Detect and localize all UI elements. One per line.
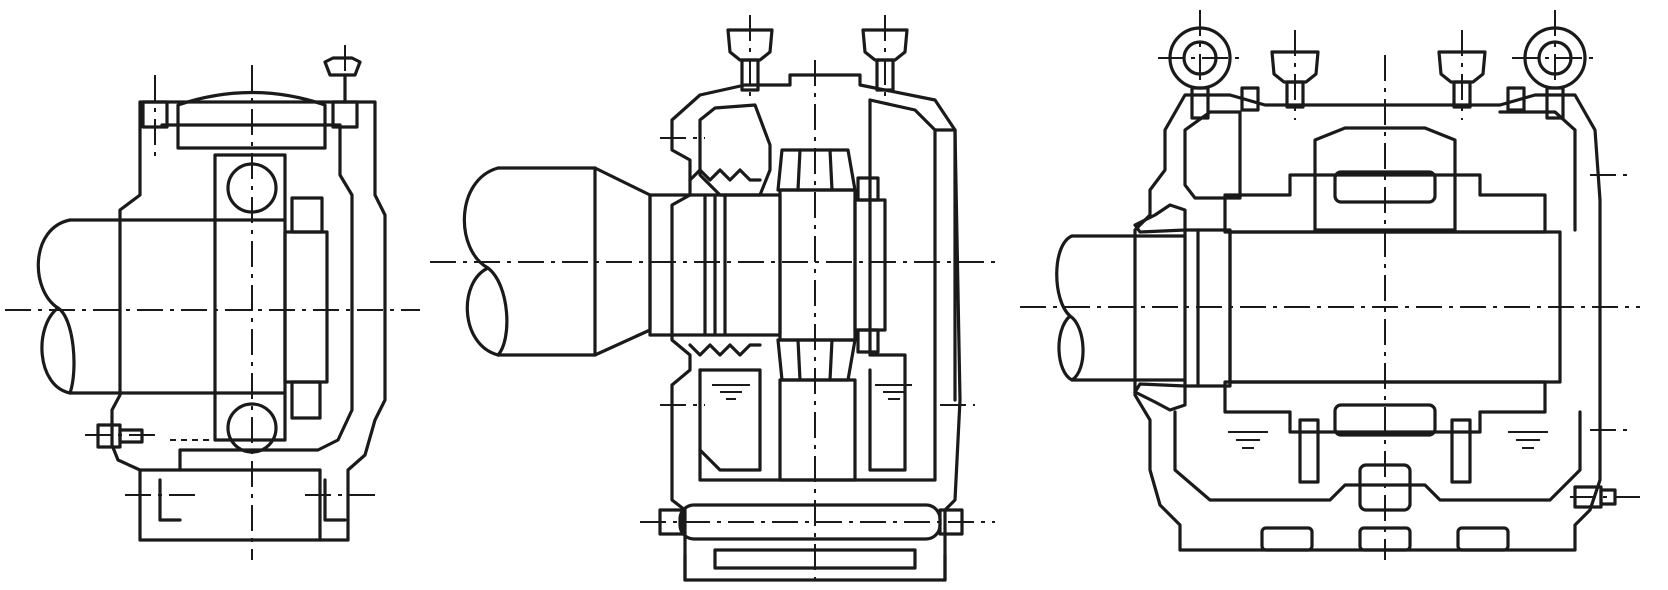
view-2-lock-washer-top — [856, 176, 880, 202]
view-2-roller-divider-bottom-2 — [828, 338, 834, 382]
view-3-breather-right-stem — [1452, 80, 1472, 109]
view-3-oil-level-mark-right — [1508, 431, 1548, 449]
view-1-ball-top — [226, 162, 278, 214]
view-3-foot-pad-left — [1260, 526, 1314, 552]
view-2-tapered-roller-housing — [430, 15, 1000, 582]
view-1-top-bolt-head-right — [331, 100, 359, 129]
view-3-oil-ring-left — [1298, 418, 1320, 484]
view-3-lifting-eye-right-shank — [1545, 86, 1565, 120]
view-3-seal-bottom — [1133, 382, 1187, 412]
view-1-ball-bearing-housing — [5, 45, 420, 560]
view-1-lock-washer — [290, 196, 324, 234]
view-1-base — [178, 468, 322, 542]
view-3-breather-left — [1270, 50, 1320, 84]
view-2-tie-rod-nut-left — [658, 508, 684, 536]
view-1-drain-plug-thread — [118, 428, 144, 444]
view-2-foot-lines — [683, 553, 947, 582]
view-1-foot-right — [323, 478, 347, 522]
view-1-housing-outer-wall — [110, 100, 387, 542]
view-2-labyrinth-seal-bottom — [688, 343, 762, 357]
view-3-lower-chamber — [1173, 410, 1582, 502]
view-3-shaft-break-inner — [1068, 314, 1085, 382]
view-2-breather-left-stem — [740, 58, 760, 92]
view-3-oil-ring-slot-top — [1333, 170, 1437, 204]
view-2-lock-washer-bottom — [856, 328, 880, 354]
view-1-breather-cap — [323, 56, 362, 77]
view-2-tie-rod-nut-right — [938, 508, 964, 536]
view-1-shaft-break-inner — [56, 306, 76, 395]
view-2-housing-inner-wall — [698, 98, 937, 482]
view-2-tapered-roller-top — [776, 148, 857, 192]
view-1-top-bolt-head-left — [141, 100, 169, 129]
view-3-lifting-eye-left-hole — [1182, 40, 1218, 76]
view-2-tapered-roller-bottom — [776, 338, 857, 382]
view-3-oil-level-mark-left — [1228, 431, 1268, 449]
view-1-ball-bottom — [226, 402, 278, 454]
view-1-top-cap — [176, 90, 327, 150]
view-3-breather-right — [1437, 50, 1487, 84]
view-2-oil-chamber-lower-left — [698, 368, 762, 472]
view-3-shaft-outline — [1070, 234, 1187, 382]
view-1-shaft-break — [36, 218, 72, 395]
view-1-locknut-sleeve — [283, 230, 329, 384]
view-2-breather-right — [861, 28, 909, 62]
view-2-oil-level-mark-left — [712, 384, 750, 400]
view-3-oil-ring-slot-bottom — [1333, 403, 1437, 437]
view-3-oil-sump — [1358, 463, 1412, 512]
view-2-shaft-break-inner — [486, 266, 509, 357]
view-2-oil-level-mark-right — [875, 384, 912, 400]
view-2-roller-divider-top-1 — [796, 148, 802, 192]
view-3-bearing-cap — [1313, 126, 1457, 232]
view-2-bearing-support-pedestal — [778, 378, 857, 482]
view-3-foot-pad-right — [1456, 526, 1510, 552]
view-3-drain-plug-head — [1599, 488, 1617, 506]
view-2-labyrinth-seal-top — [688, 168, 762, 182]
view-2-breather-right-stem — [875, 58, 895, 92]
view-3-foot-pad-center — [1358, 526, 1412, 552]
view-1-shaft-outline — [68, 218, 217, 395]
view-2-oil-chamber-right — [868, 98, 907, 472]
view-3-upper-chamber-left — [1183, 110, 1242, 200]
view-1-spacer — [290, 380, 322, 420]
view-3-upper-chamber-right — [1498, 110, 1577, 232]
view-1-foot-left — [158, 478, 182, 522]
view-2-oil-chamber-upper-left — [698, 103, 772, 197]
view-3-breather-left-stem — [1285, 80, 1305, 109]
view-2-breather-left — [726, 28, 774, 62]
view-3-journal — [1228, 230, 1562, 384]
view-2-roller-divider-bottom-1 — [796, 338, 802, 382]
view-2-bearing-cup — [778, 188, 857, 342]
view-3-oil-ring-right — [1450, 418, 1472, 484]
view-1-housing-inner-wall — [138, 123, 354, 472]
view-3-lower-bearing-shell — [1223, 380, 1547, 434]
view-3-lifting-eye-right-hole — [1537, 40, 1573, 76]
view-2-base-slot — [713, 548, 917, 570]
view-3-housing-outer-wall — [1133, 93, 1602, 552]
view-3-seal-top — [1133, 203, 1187, 234]
view-2-roller-divider-top-2 — [828, 148, 834, 192]
view-3-sleeve-bearing-housing — [1020, 10, 1640, 560]
